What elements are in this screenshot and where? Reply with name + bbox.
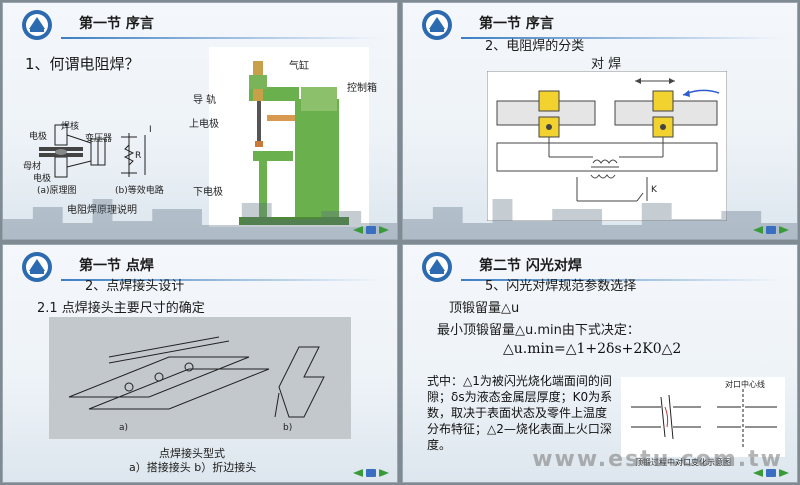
home-icon[interactable] (766, 226, 776, 234)
home-icon[interactable] (366, 469, 376, 477)
slide-header: 第二节 闪光对焊 (479, 258, 582, 274)
spot-weld-joint-figure (49, 317, 351, 439)
line-upset-allowance: 顶锻留量△u (449, 301, 520, 316)
header-bar (461, 37, 781, 39)
slide-subtitle: 2、电阻焊的分类 (485, 39, 585, 54)
caption-b: (b)等效电路 (115, 186, 164, 196)
fig-a-label: a) (119, 423, 129, 433)
slide-header: 第一节 序言 (479, 16, 554, 32)
center-line-label: 对口中心线 (725, 380, 765, 389)
next-slide-icon[interactable] (779, 469, 789, 477)
fig-b-label: b) (283, 423, 293, 433)
home-icon[interactable] (766, 469, 776, 477)
university-logo-icon (422, 252, 452, 282)
label-electrode: 电极 (29, 132, 48, 142)
prev-slide-icon[interactable] (753, 226, 763, 234)
slide-subtitle: 5、闪光对焊规范参数选择 (485, 279, 637, 294)
label-electrode-lower: 电极 (33, 174, 52, 184)
formula-explanation: 式中：△1为被闪光烧化端面间的间隙；δs为液态金属层厚度；K0为系数，取决于表面… (427, 374, 613, 452)
slide-header: 第一节 点焊 (79, 258, 154, 274)
slide-2[interactable]: 第一节 序言 2、电阻焊的分类 对 焊 K (402, 2, 798, 240)
label-switch-k: K (651, 185, 657, 195)
figure-caption-sub: a）搭接接头 b）折边接头 (129, 461, 257, 474)
slide-4[interactable]: 第二节 闪光对焊 5、闪光对焊规范参数选择 顶锻留量△u 最小顶锻留量△u.mi… (402, 244, 798, 483)
label-transformer: 变压器 (85, 134, 113, 144)
label-weld: 焊核 (61, 122, 80, 132)
home-icon[interactable] (366, 226, 376, 234)
campus-skyline (403, 199, 797, 239)
header-bar (61, 279, 381, 281)
label-current: I (149, 125, 152, 135)
slide-nav (753, 469, 789, 477)
resistance-welding-machine (209, 47, 369, 227)
label-workpiece: 母材 (23, 162, 42, 172)
diagram-caption: 电阻焊原理说明 (67, 201, 137, 216)
label-cylinder: 气缸 (289, 61, 309, 72)
slide-nav (353, 226, 389, 234)
butt-weld-title: 对 焊 (591, 57, 622, 72)
diagram-caption: 顶锻过程中对口变化示意图 (635, 458, 731, 467)
label-upper-electrode: 上电极 (189, 119, 219, 130)
slide-header: 第一节 序言 (79, 16, 154, 32)
university-logo-icon (422, 10, 452, 40)
header-bar (461, 279, 781, 281)
upset-process-diagram (621, 377, 785, 457)
university-logo-icon (22, 10, 52, 40)
slide-1[interactable]: 第一节 序言 1、何谓电阻焊？ 电极 焊核 变压器 母材 电极 R I (a)原… (2, 2, 398, 240)
formula: △u.min=△1+2δs+2K0△2 (503, 341, 682, 357)
section-title: 2.1 点焊接头主要尺寸的确定 (37, 301, 205, 316)
next-slide-icon[interactable] (379, 226, 389, 234)
line-min-upset: 最小顶锻留量△u.min由下式决定： (437, 323, 640, 338)
slide-3[interactable]: 第一节 点焊 2、点焊接头设计 2.1 点焊接头主要尺寸的确定 a) b) 点焊… (2, 244, 398, 483)
next-slide-icon[interactable] (379, 469, 389, 477)
butt-weld-diagram (487, 71, 727, 221)
slide-subtitle: 2、点焊接头设计 (85, 279, 185, 294)
prev-slide-icon[interactable] (353, 226, 363, 234)
label-control-box: 控制箱 (347, 83, 377, 94)
slide-subtitle: 1、何谓电阻焊？ (25, 55, 140, 73)
watermark: www.estu.com.tw (532, 447, 783, 472)
slide-nav (753, 226, 789, 234)
figure-caption: 点焊接头型式 (159, 447, 225, 460)
university-logo-icon (22, 252, 52, 282)
header-bar (61, 37, 381, 39)
principle-diagram (39, 124, 146, 178)
label-lower-electrode: 下电极 (193, 187, 223, 198)
caption-a: (a)原理图 (37, 186, 77, 196)
slide-nav (353, 469, 389, 477)
prev-slide-icon[interactable] (753, 469, 763, 477)
next-slide-icon[interactable] (779, 226, 789, 234)
prev-slide-icon[interactable] (353, 469, 363, 477)
campus-skyline (3, 199, 397, 239)
label-resistance: R (135, 151, 142, 161)
label-guide: 导 轨 (193, 95, 217, 106)
